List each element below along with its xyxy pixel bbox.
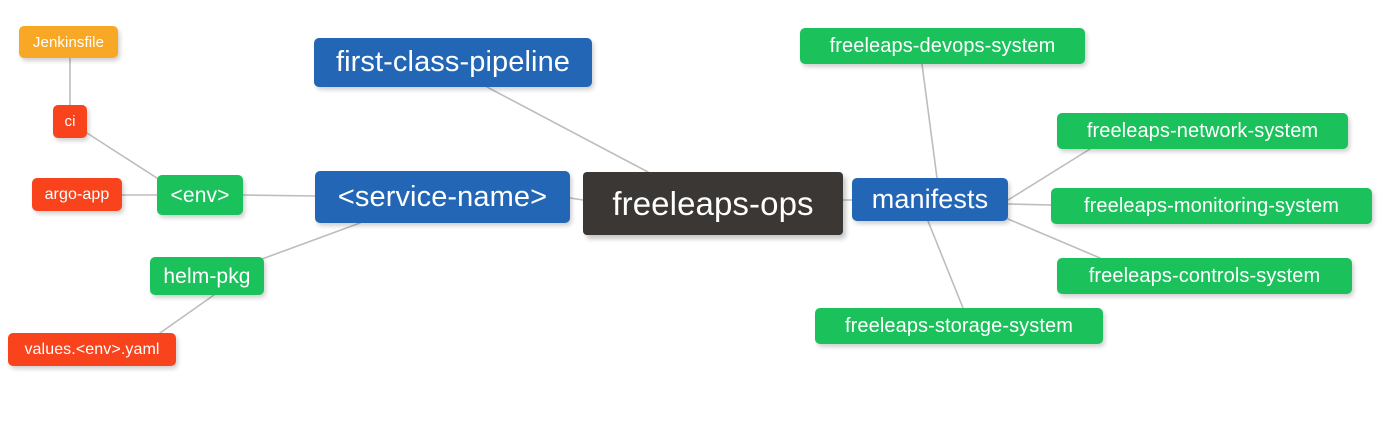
node-first-class-pipeline[interactable]: first-class-pipeline	[314, 38, 592, 87]
node-freeleaps-storage-system[interactable]: freeleaps-storage-system	[815, 308, 1103, 344]
node-service-name[interactable]: <service-name>	[315, 171, 570, 223]
node-freeleaps-devops-system[interactable]: freeleaps-devops-system	[800, 28, 1085, 64]
edge-pipeline-ops	[486, 86, 649, 173]
node-freeleaps-ops[interactable]: freeleaps-ops	[583, 172, 843, 235]
edge-valuesyaml-helmpkg	[159, 294, 215, 334]
node-freeleaps-monitoring-system[interactable]: freeleaps-monitoring-system	[1051, 188, 1372, 224]
edge-manifests-monitoring	[1007, 203, 1052, 206]
edge-helmpkg-servicename	[261, 222, 361, 260]
node-env[interactable]: <env>	[157, 175, 243, 215]
edge-manifests-storage	[927, 220, 964, 309]
node-argo-app[interactable]: argo-app	[32, 178, 122, 211]
edge-ci-env	[86, 132, 161, 181]
edge-servicename-ops	[569, 197, 584, 201]
node-freeleaps-network-system[interactable]: freeleaps-network-system	[1057, 113, 1348, 149]
node-jenkinsfile[interactable]: Jenkinsfile	[19, 26, 118, 58]
node-values-yaml[interactable]: values.<env>.yaml	[8, 333, 176, 366]
node-helm-pkg[interactable]: helm-pkg	[150, 257, 264, 295]
node-freeleaps-controls-system[interactable]: freeleaps-controls-system	[1057, 258, 1352, 294]
node-manifests[interactable]: manifests	[852, 178, 1008, 221]
edge-env-servicename	[242, 194, 316, 197]
edge-manifests-devops	[921, 63, 938, 179]
edge-manifests-controls	[1007, 218, 1101, 259]
node-ci[interactable]: ci	[53, 105, 87, 138]
